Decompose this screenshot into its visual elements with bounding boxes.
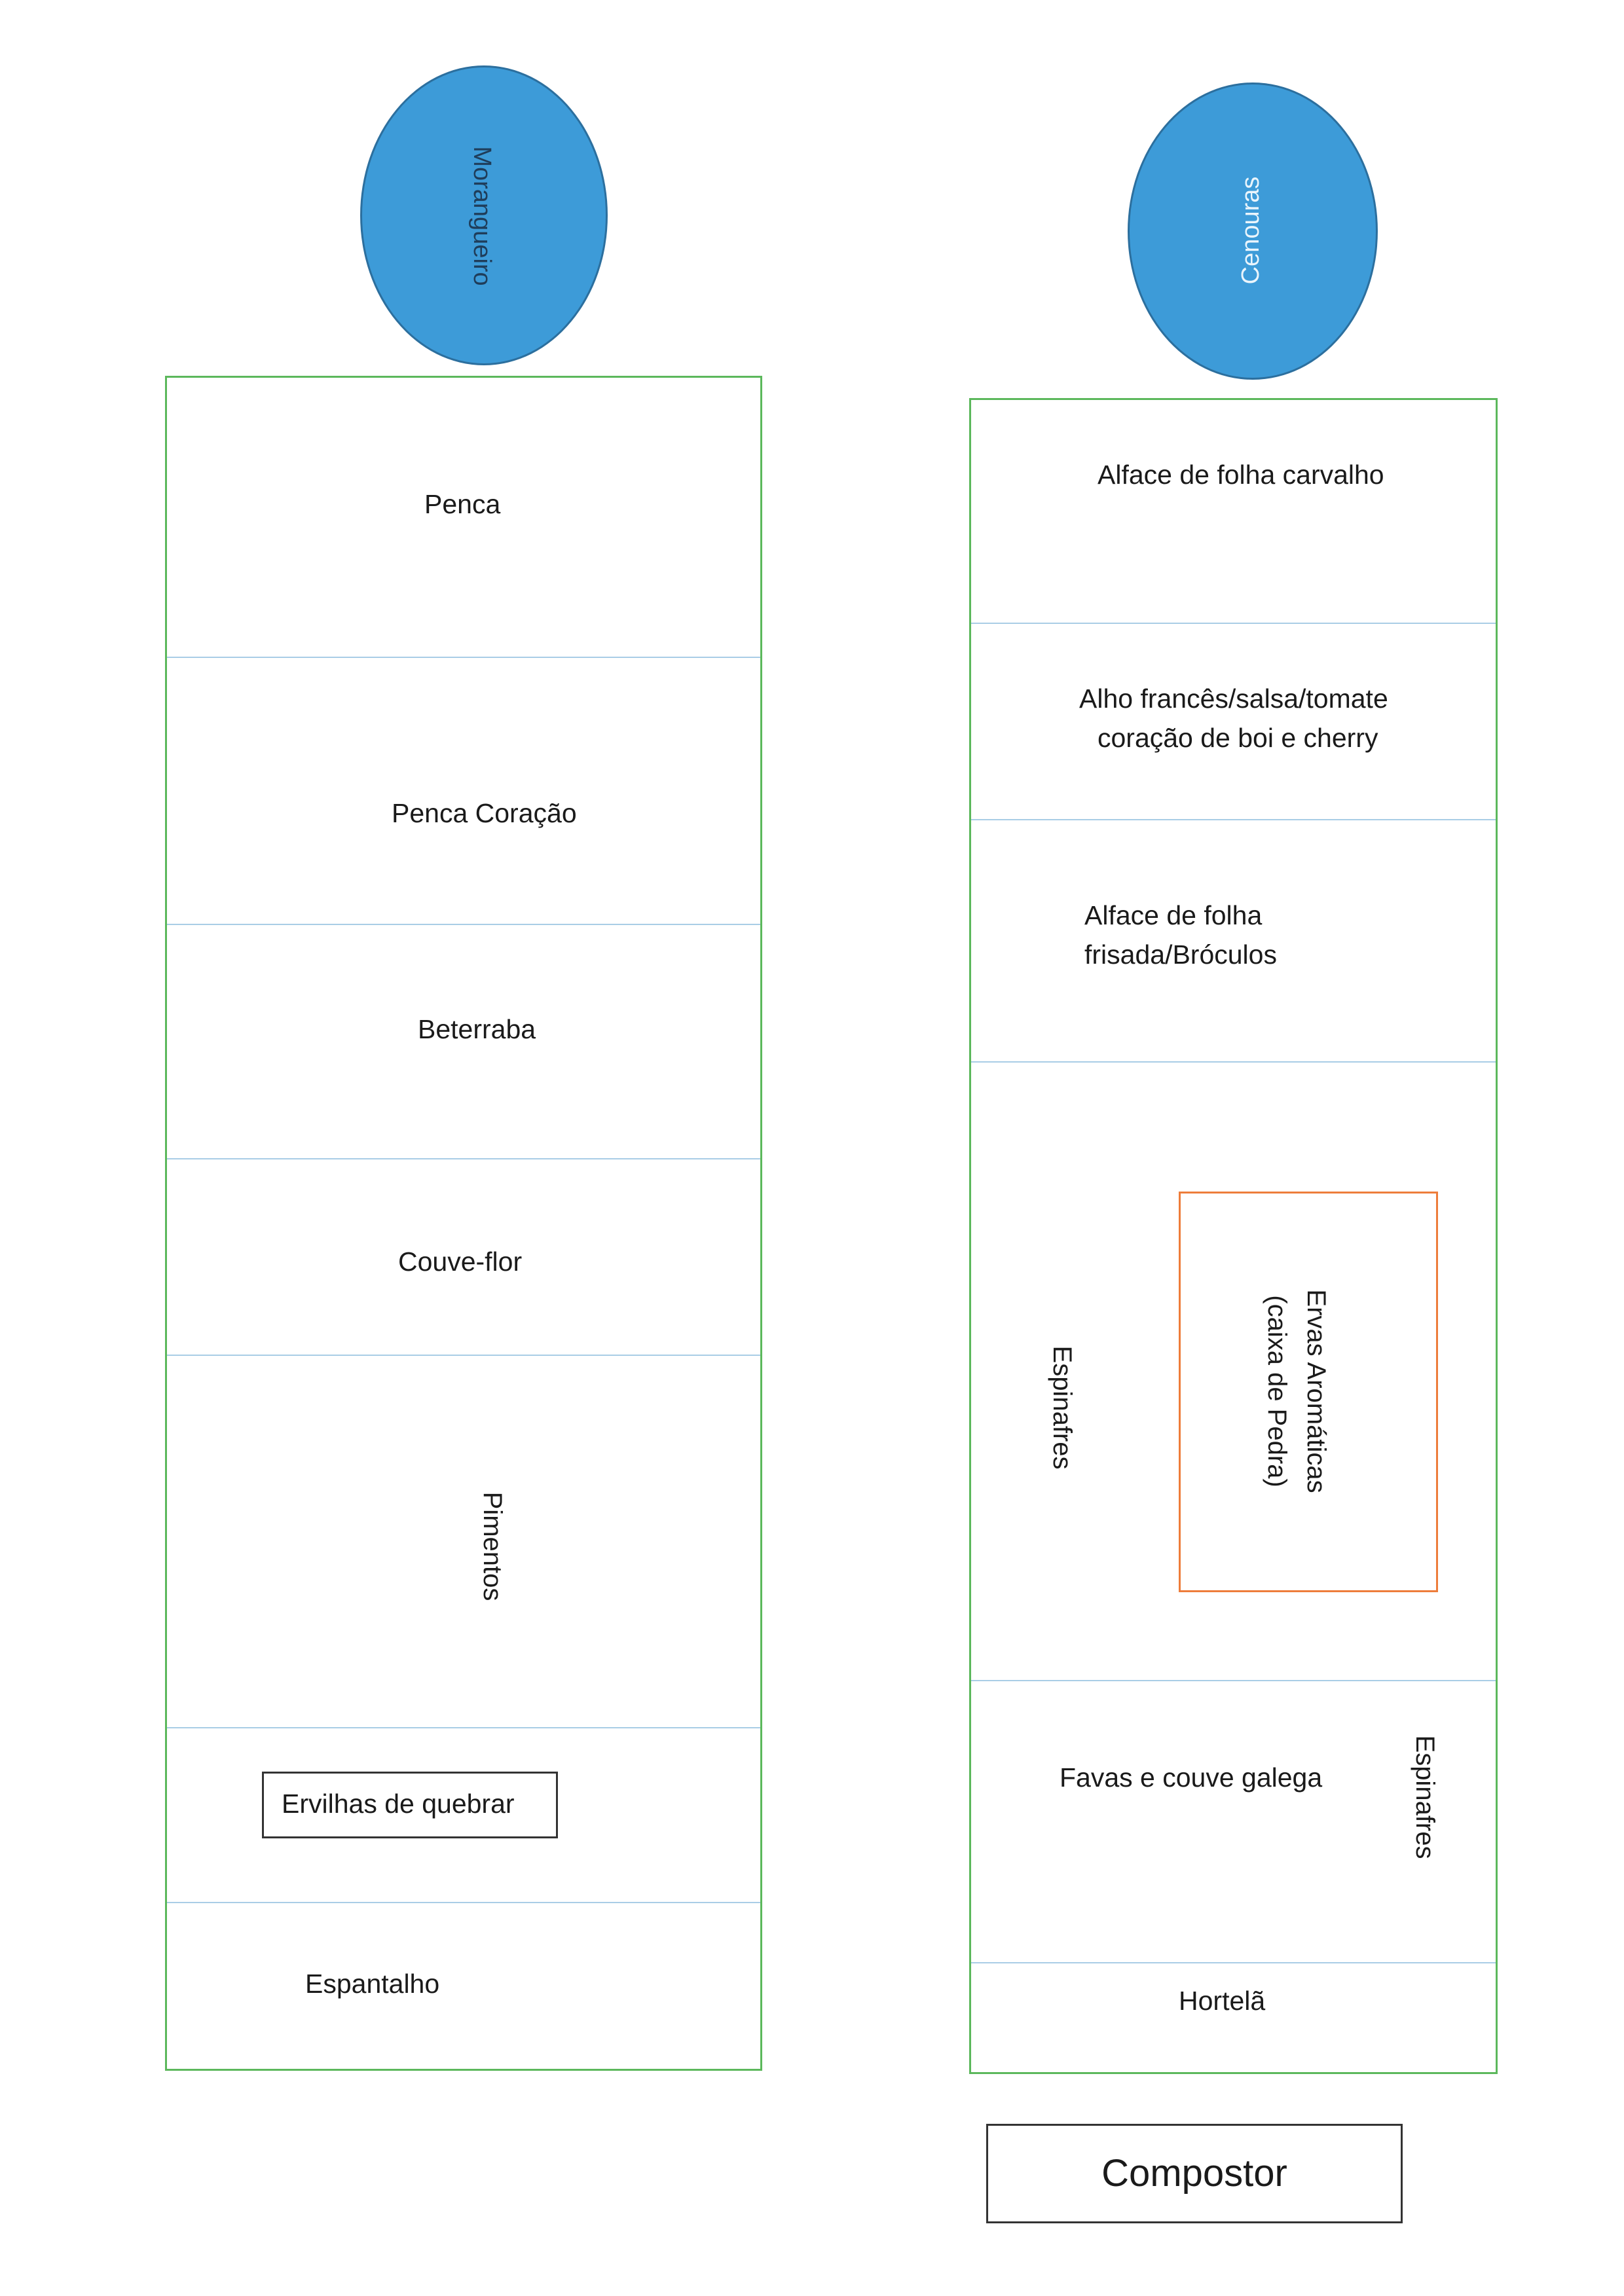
compostor-label: Compostor xyxy=(1101,2152,1287,2195)
left-divider-3 xyxy=(167,1158,760,1159)
ervilhas-box xyxy=(262,1772,558,1838)
right-label-espinafres-1: Espinafres xyxy=(1048,1345,1077,1470)
morangueiro-label: Morangueiro xyxy=(468,146,496,286)
right-label-alface-carvalho: Alface de folha carvalho xyxy=(1098,460,1384,490)
right-label-favas: Favas e couve galega xyxy=(1060,1762,1323,1793)
right-divider-4 xyxy=(971,1680,1496,1681)
right-garden-bed xyxy=(969,398,1498,2074)
left-label-pimentos: Pimentos xyxy=(478,1491,507,1601)
right-label-alface-frisada-line1: Alface de folha xyxy=(1084,900,1263,930)
left-label-beterraba: Beterraba xyxy=(418,1014,536,1044)
right-divider-3 xyxy=(971,1061,1496,1063)
cenouras-circle xyxy=(1128,82,1378,380)
right-label-espinafres-2: Espinafres xyxy=(1411,1735,1439,1859)
left-divider-4 xyxy=(167,1355,760,1356)
left-label-penca: Penca xyxy=(424,489,501,519)
left-divider-1 xyxy=(167,657,760,658)
left-label-ervilhas: Ervilhas de quebrar xyxy=(282,1789,515,1819)
left-garden-bed xyxy=(165,376,762,2071)
left-divider-5 xyxy=(167,1727,760,1728)
left-divider-2 xyxy=(167,924,760,925)
right-divider-5 xyxy=(971,1962,1496,1963)
right-label-ervas-line1: Ervas Aromáticas xyxy=(1302,1289,1331,1493)
left-label-penca-coracao: Penca Coração xyxy=(392,798,577,828)
right-label-alho-line1: Alho francês/salsa/tomate xyxy=(1079,683,1388,714)
right-divider-1 xyxy=(971,623,1496,624)
ervas-aromaticas-box xyxy=(1179,1192,1438,1592)
left-label-couve-flor: Couve-flor xyxy=(398,1247,523,1277)
right-label-alface-frisada-line2: frisada/Bróculos xyxy=(1084,939,1277,970)
left-divider-6 xyxy=(167,1902,760,1903)
cenouras-label: Cenouras xyxy=(1237,176,1264,285)
left-label-espantalho: Espantalho xyxy=(305,1969,440,1999)
morangueiro-circle xyxy=(360,65,608,365)
right-divider-2 xyxy=(971,819,1496,820)
right-label-hortela: Hortelã xyxy=(1179,1986,1266,2016)
right-label-alho-line2: coração de boi e cherry xyxy=(1098,723,1378,753)
compostor-box xyxy=(986,2124,1403,2223)
right-label-ervas-line2: (caixa de Pedra) xyxy=(1263,1295,1291,1487)
